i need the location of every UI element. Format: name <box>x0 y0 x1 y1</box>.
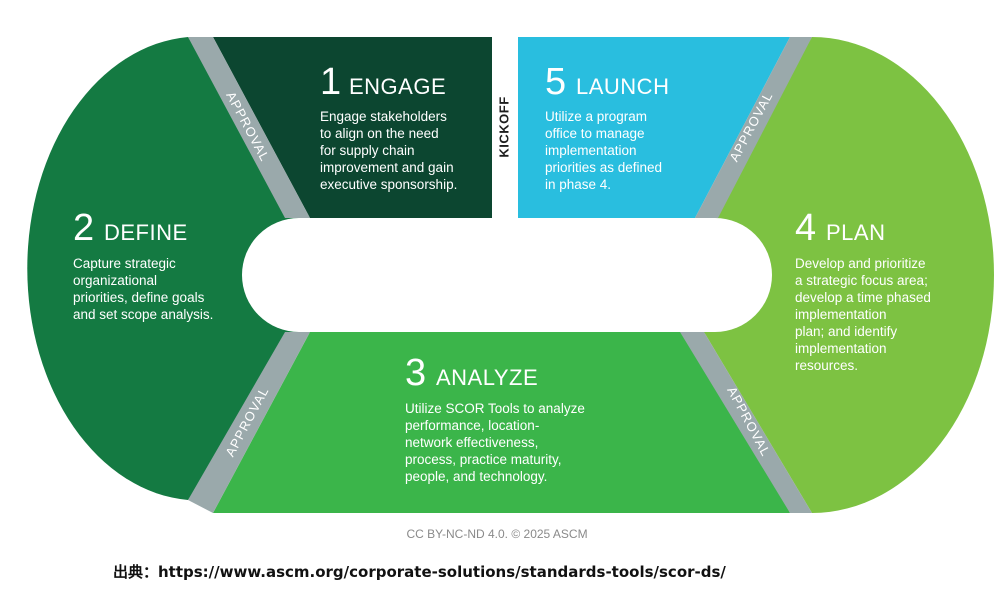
analyze-desc-line: people, and technology. <box>405 469 547 484</box>
approval-gate-bottom-left <box>188 332 310 513</box>
approval-gate-bottom-right <box>680 332 812 513</box>
engage-segment <box>213 37 492 218</box>
plan-desc-line: resources. <box>795 358 858 373</box>
plan-segment <box>704 37 994 513</box>
analyze-segment <box>213 332 790 513</box>
approval-gate-top-left <box>188 37 310 218</box>
plan-desc-line: plan; and identify <box>795 324 897 339</box>
source-citation: 出典：https://www.ascm.org/corporate-soluti… <box>113 563 726 581</box>
analyze-title: ANALYZE <box>436 365 538 390</box>
launch-number: 5 <box>545 61 566 103</box>
copyright-text: CC BY-NC-ND 4.0. © 2025 ASCM <box>406 527 587 541</box>
launch-title: LAUNCH <box>576 74 669 99</box>
plan-desc-line: implementation <box>795 307 887 322</box>
launch-description: Utilize a program office to manage imple… <box>545 109 666 192</box>
approval-gate-top-right <box>695 37 812 218</box>
launch-segment <box>518 37 790 218</box>
plan-desc-line: Develop and prioritize <box>795 256 926 271</box>
engage-desc-line: to align on the need <box>320 126 439 141</box>
define-title: DEFINE <box>104 220 188 245</box>
launch-desc-line: priorities as defined <box>545 160 662 175</box>
launch-desc-line: implementation <box>545 143 637 158</box>
plan-description: Develop and prioritize a strategic focus… <box>795 256 935 373</box>
plan-number: 4 <box>795 207 816 249</box>
engage-desc-line: for supply chain <box>320 143 415 158</box>
define-description: Capture strategic organizational priorit… <box>73 256 213 322</box>
plan-title: PLAN <box>826 220 885 245</box>
plan-desc-line: develop a time phased <box>795 290 931 305</box>
plan-desc-line: a strategic focus area; <box>795 273 928 288</box>
define-segment <box>27 37 311 500</box>
launch-desc-line: in phase 4. <box>545 177 611 192</box>
analyze-desc-line: Utilize SCOR Tools to analyze <box>405 401 585 416</box>
define-number: 2 <box>73 207 94 249</box>
analyze-number: 3 <box>405 352 426 394</box>
define-desc-line: Capture strategic <box>73 256 176 271</box>
analyze-desc-line: network effectiveness, <box>405 435 538 450</box>
analyze-desc-line: process, practice maturity, <box>405 452 562 467</box>
launch-desc-line: office to manage <box>545 126 645 141</box>
define-desc-line: and set scope analysis. <box>73 307 213 322</box>
define-desc-line: organizational <box>73 273 157 288</box>
engage-number: 1 <box>320 61 341 103</box>
engage-desc-line: Engage stakeholders <box>320 109 447 124</box>
engage-title: ENGAGE <box>349 74 446 99</box>
engage-desc-line: improvement and gain <box>320 160 454 175</box>
launch-desc-line: Utilize a program <box>545 109 647 124</box>
analyze-description: Utilize SCOR Tools to analyze performanc… <box>405 401 589 484</box>
engage-desc-line: executive sponsorship. <box>320 177 457 192</box>
analyze-desc-line: performance, location- <box>405 418 539 433</box>
define-desc-line: priorities, define goals <box>73 290 205 305</box>
kickoff-label: KICKOFF <box>496 96 511 157</box>
center-hole <box>242 218 772 332</box>
engage-description: Engage stakeholders to align on the need… <box>320 109 457 192</box>
plan-desc-line: implementation <box>795 341 887 356</box>
